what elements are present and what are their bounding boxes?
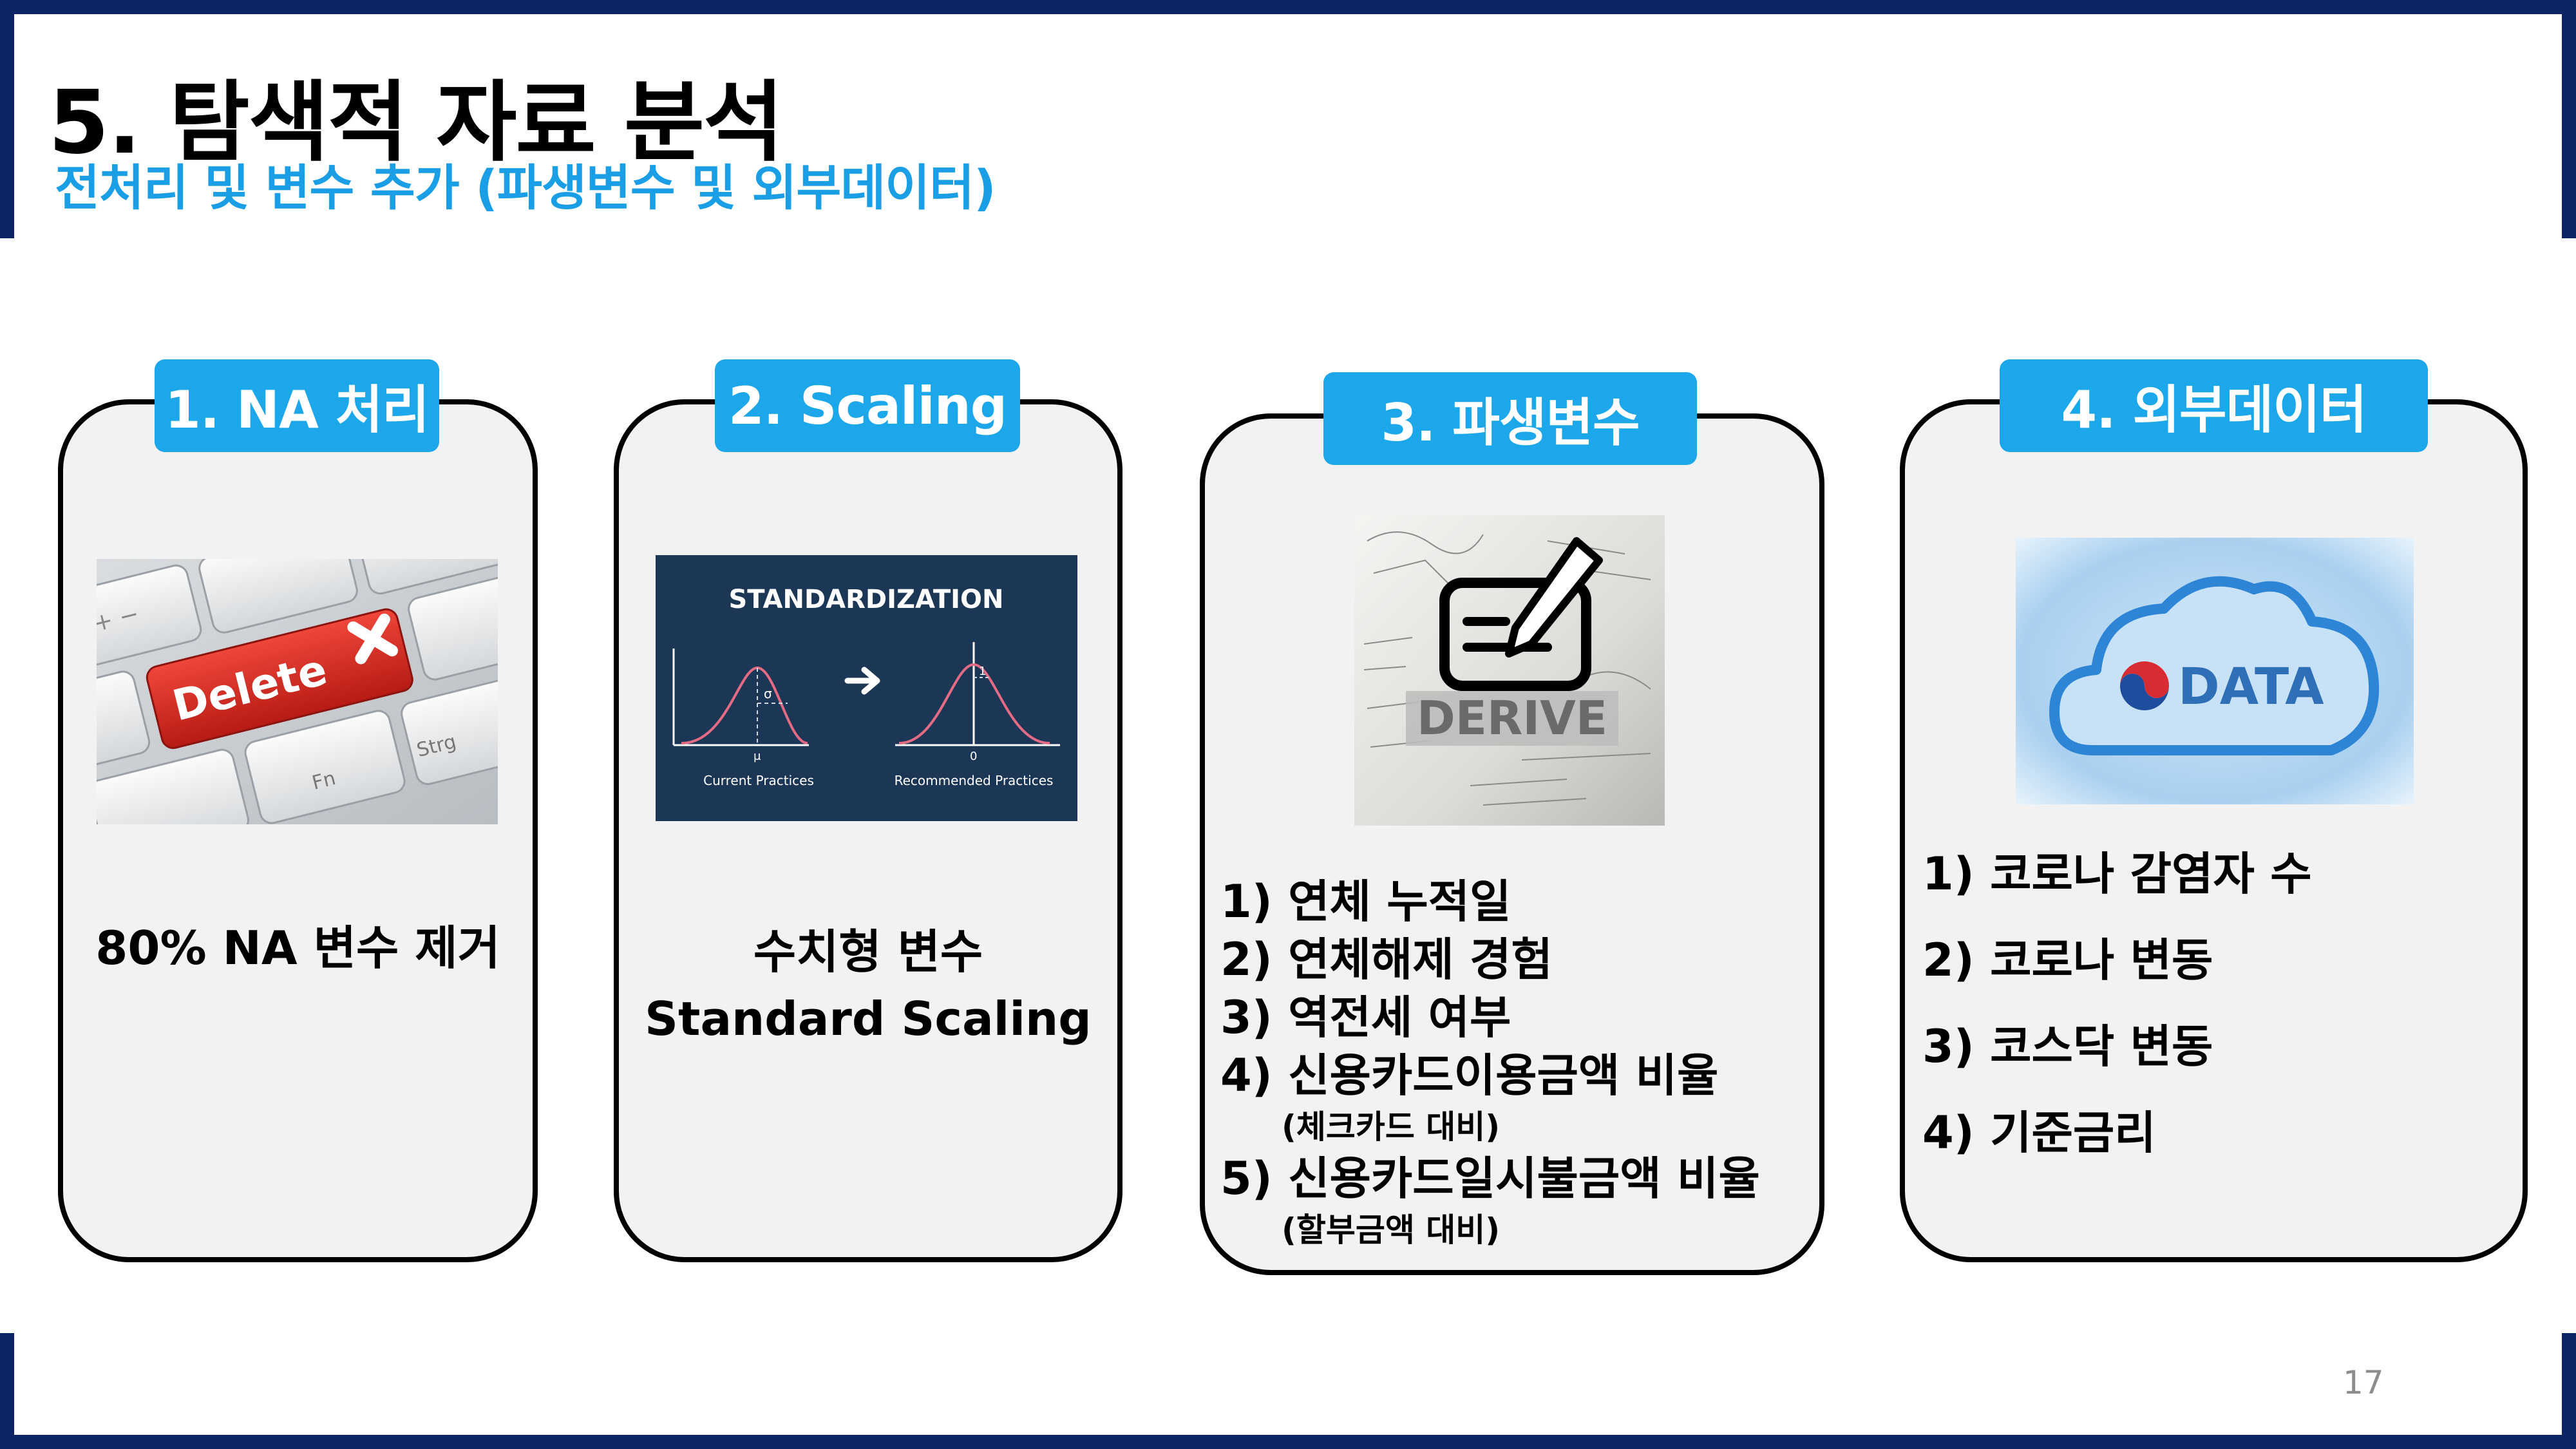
frame-right-top xyxy=(2562,0,2576,238)
external-item-2: 2) 코로나 변동 xyxy=(1922,934,2213,987)
derived-item-3: 3) 역전세 여부 xyxy=(1220,991,1511,1044)
slide-subtitle: 전처리 및 변수 추가 (파생변수 및 외부데이터) xyxy=(55,159,996,216)
derived-item-5: 5) 신용카드일시불금액 비율 xyxy=(1220,1152,1760,1205)
keyboard-delete-image: Delete Strg Fn + − xyxy=(97,559,498,824)
frame-top-bar xyxy=(0,0,2576,14)
standardization-image: STANDARDIZATION σ μ Current Practices 1 … xyxy=(656,555,1077,821)
slide-title: 5. 탐색적 자료 분석 xyxy=(48,72,784,174)
left-mu: μ xyxy=(753,750,761,763)
page-number: 17 xyxy=(2343,1364,2384,1401)
na-body-text: 80% NA 변수 제거 xyxy=(95,921,500,975)
derived-item-1: 1) 연체 누적일 xyxy=(1220,875,1511,928)
derived-item-2: 2) 연체해제 경험 xyxy=(1220,933,1553,986)
scaling-body-text: 수치형 변수 Standard Scaling xyxy=(620,918,1116,1052)
standardization-heading: STANDARDIZATION xyxy=(729,585,1004,614)
external-item-3: 3) 코스닥 변동 xyxy=(1922,1020,2213,1073)
tab-derived: 3. 파생변수 xyxy=(1323,372,1697,465)
derived-item-4-note: (체크카드 대비) xyxy=(1282,1108,1501,1146)
cloud-data-image: DATA xyxy=(2016,538,2414,804)
card-scaling xyxy=(614,399,1122,1262)
left-caption: Current Practices xyxy=(703,773,814,788)
frame-right-bottom xyxy=(2562,1333,2576,1449)
tab-na: 1. NA 처리 xyxy=(155,359,439,452)
derive-label: DERIVE xyxy=(1417,691,1607,745)
derived-list: 1) 연체 누적일 2) 연체해제 경험 3) 역전세 여부 4) 신용카드이용… xyxy=(1220,873,1760,1253)
right-one: 1 xyxy=(979,665,986,678)
tab-external: 4. 외부데이터 xyxy=(2000,359,2428,452)
tab-scaling: 2. Scaling xyxy=(715,359,1020,452)
external-item-4: 4) 기준금리 xyxy=(1922,1106,2156,1159)
frame-left-bottom xyxy=(0,1333,14,1449)
derived-item-4: 4) 신용카드이용금액 비율 xyxy=(1220,1049,1719,1102)
card-na xyxy=(58,399,538,1262)
external-list: 1) 코로나 감염자 수 2) 코로나 변동 3) 코스닥 변동 4) 기준금리 xyxy=(1922,831,2312,1176)
external-item-1: 1) 코로나 감염자 수 xyxy=(1922,848,2312,900)
scaling-body-line2: Standard Scaling xyxy=(645,992,1092,1046)
left-sigma: σ xyxy=(764,686,772,701)
scaling-body-line1: 수치형 변수 xyxy=(753,925,983,979)
derive-image: DERIVE xyxy=(1354,515,1665,826)
frame-bottom-bar xyxy=(0,1435,2576,1449)
derived-item-5-note: (할부금액 대비) xyxy=(1282,1211,1501,1249)
fn-key-label: Fn xyxy=(310,767,338,795)
frame-left-top xyxy=(0,0,14,238)
data-label: DATA xyxy=(2178,658,2324,716)
right-caption: Recommended Practices xyxy=(895,773,1054,788)
right-zero: 0 xyxy=(970,750,977,763)
